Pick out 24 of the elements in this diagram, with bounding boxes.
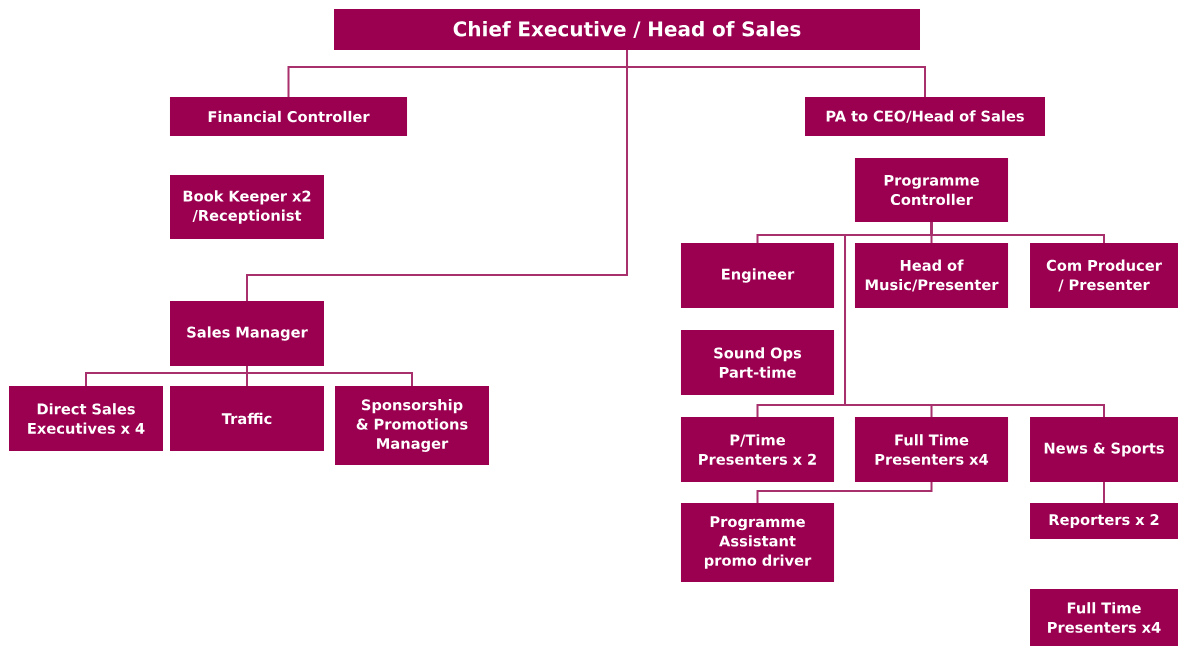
role-box: Full Time Presenters x4 — [854, 416, 1009, 483]
role-box: Programme Assistant promo driver — [681, 503, 835, 582]
role-box: Com Producer / Presenter — [1030, 242, 1178, 309]
role-box: Sales Manager — [170, 300, 324, 367]
role-box: Engineer — [681, 242, 835, 309]
role-box: PA to CEO/Head of Sales — [805, 97, 1045, 136]
role-box: Head of Music/Presenter — [854, 242, 1009, 309]
role-box: Book Keeper x2 /Receptionist — [170, 175, 324, 239]
role-box: Direct Sales Executives x 4 — [9, 385, 163, 452]
connector-line — [844, 221, 1105, 418]
role-box: Financial Controller — [169, 97, 408, 136]
connector-line — [1103, 481, 1105, 504]
role-box: Programme Controller — [854, 158, 1009, 222]
connector-line — [246, 365, 413, 388]
role-box: P/Time Presenters x 2 — [681, 416, 835, 483]
title-box: Chief Executive / Head of Sales — [334, 8, 920, 51]
connector-line — [756, 481, 933, 505]
role-box: Reporters x 2 — [1030, 503, 1178, 539]
connector-line — [246, 49, 628, 302]
role-box: Sponsorship & Promotions Manager — [335, 386, 489, 465]
role-box: News & Sports — [1030, 416, 1178, 483]
role-box: Sound Ops Part-time — [681, 329, 835, 396]
role-box: Full Time Presenters x4 — [1030, 588, 1178, 647]
role-box: Traffic — [170, 385, 324, 452]
